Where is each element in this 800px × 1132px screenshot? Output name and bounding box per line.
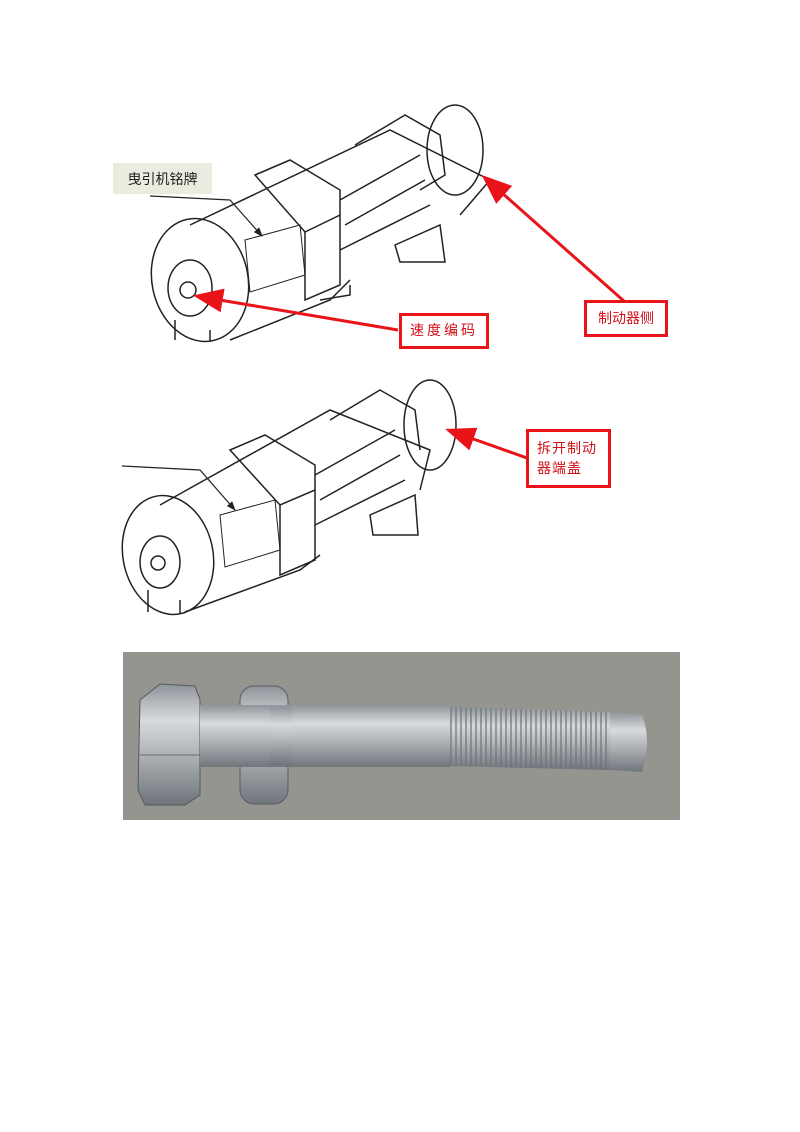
- brake-cover-arrow: [445, 427, 528, 460]
- nameplate-label: 曳引机铭牌: [113, 163, 212, 194]
- bolt-photo: [123, 652, 680, 820]
- brake-cover-label: 拆开制动器端盖: [526, 429, 611, 488]
- encoder-arrow: [193, 288, 399, 332]
- brake-side-label: 制动器侧: [584, 300, 668, 337]
- machine-drawing-2: [121, 379, 457, 616]
- encoder-label: 速度编码: [399, 313, 489, 349]
- brake-side-arrow: [481, 175, 626, 304]
